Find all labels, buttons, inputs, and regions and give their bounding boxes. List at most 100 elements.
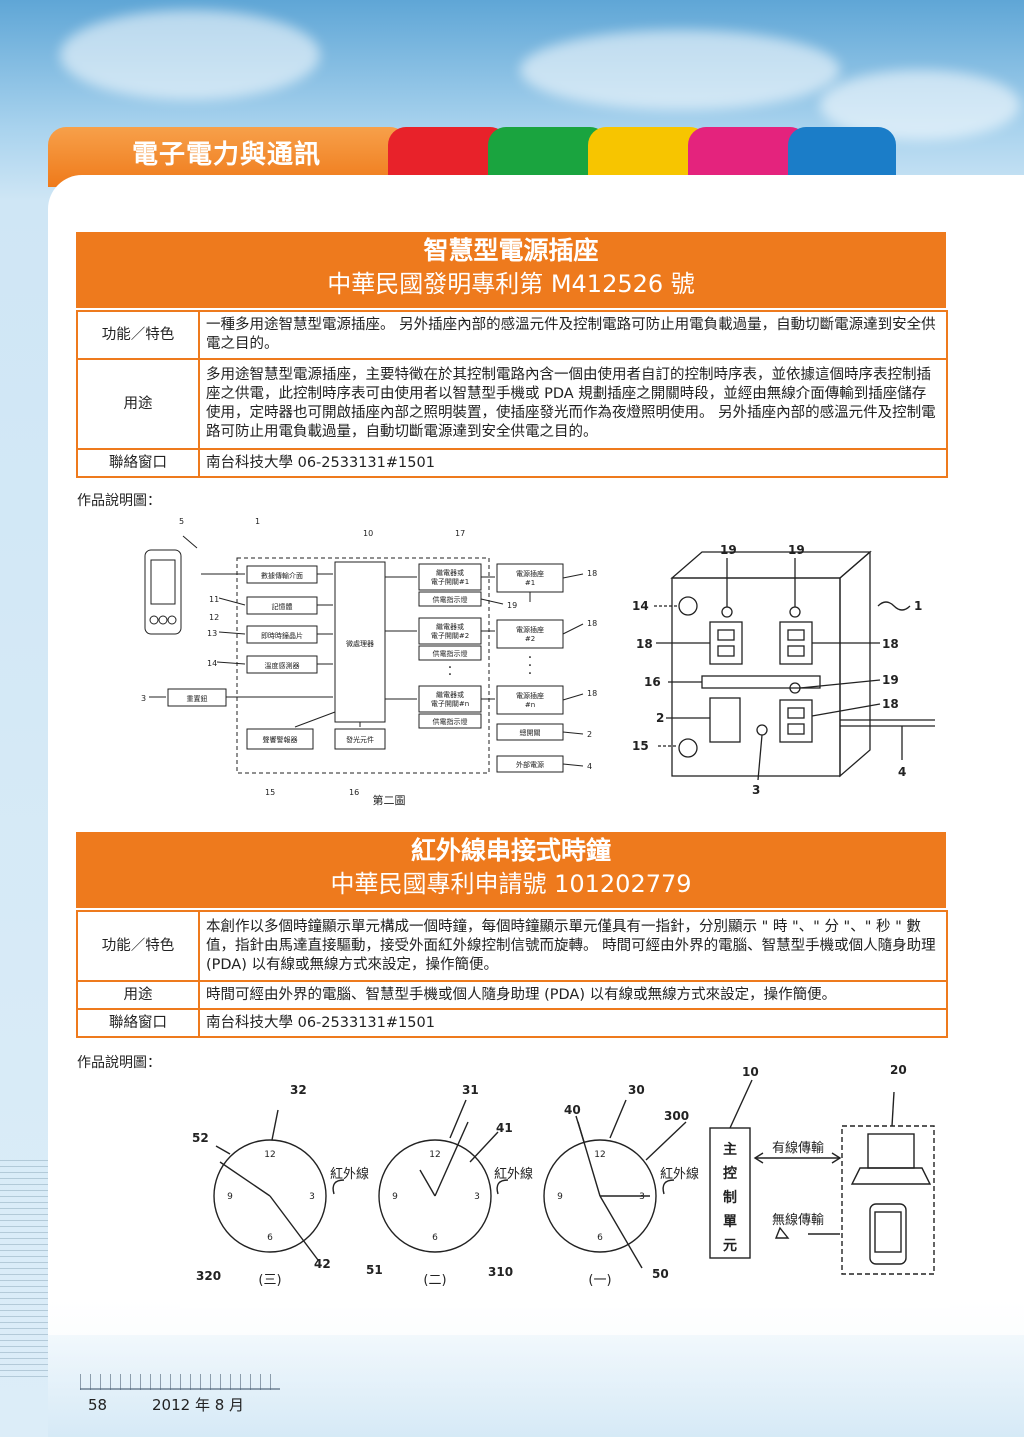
row-label: 聯絡窗口 (76, 1008, 200, 1038)
patent-title: 紅外線串接式時鐘 (410, 836, 611, 865)
box-led: 發光元件 (346, 735, 374, 744)
box-master-switch: 總開關 (520, 728, 541, 737)
box-reset: 重置鈕 (187, 694, 208, 703)
ref-label: 300 (664, 1109, 689, 1123)
ir-label: 紅外線 (494, 1166, 533, 1182)
box-indicator-2: 供電指示燈 (433, 649, 468, 658)
row-label: 用途 (76, 980, 200, 1010)
ruler-decoration (0, 1160, 48, 1380)
wired-label: 有線傳輸 (772, 1140, 824, 1156)
ref-label: 2 (656, 711, 664, 725)
switch (709, 697, 741, 743)
box-buzzer: 聲響警報器 (263, 735, 298, 744)
dial-number: 12 (429, 1150, 440, 1160)
outlet (779, 621, 813, 665)
vent-hole (678, 738, 698, 758)
ref-label: 5 (179, 517, 184, 526)
row-label: 功能／特色 (76, 310, 200, 360)
clock-face-3 (213, 1139, 327, 1253)
dial-number: 3 (639, 1192, 645, 1202)
ref-label: 31 (462, 1083, 479, 1097)
svg-text:·: · (528, 658, 532, 674)
ref-label: 17 (455, 529, 465, 538)
box-relay-n: 繼電器或電子開關#n (431, 690, 469, 708)
patent-number: 中華民國發明專利第 M412526 號 (327, 270, 695, 298)
table-row: 功能／特色 本創作以多個時鐘顯示單元構成一個時鐘，每個時鐘顯示單元僅具有一指針，… (76, 910, 948, 982)
ref-label: 15 (265, 788, 275, 797)
box-memory: 記憶體 (272, 602, 293, 611)
svg-text:控: 控 (723, 1165, 737, 1182)
svg-text:·: · (528, 666, 532, 682)
dial-number: 12 (594, 1150, 605, 1160)
patent-info-table: 功能／特色 一種多用途智慧型電源插座。 另外插座內部的感溫元件及控制電路可防止用… (76, 310, 948, 478)
ref-label: 3 (141, 694, 146, 703)
row-text: 本創作以多個時鐘顯示單元構成一個時鐘，每個時鐘顯示單元僅具有一指針，分別顯示 "… (198, 910, 948, 982)
ref-label: 3 (752, 783, 760, 797)
patent-info-table: 功能／特色 本創作以多個時鐘顯示單元構成一個時鐘，每個時鐘顯示單元僅具有一指針，… (76, 910, 948, 1038)
patent-header: 智慧型電源插座 中華民國發明專利第 M412526 號 (76, 232, 946, 308)
cloud (60, 10, 320, 100)
svg-text:制: 制 (723, 1189, 737, 1206)
outlet (779, 699, 813, 743)
dial-number: 12 (264, 1150, 275, 1160)
ref-label: 14 (207, 659, 217, 668)
figure-number: 第二圖 (373, 793, 406, 807)
ref-label: 40 (564, 1103, 581, 1117)
box-data-interface: 數據傳輸介面 (261, 571, 303, 580)
row-label: 聯絡窗口 (76, 448, 200, 478)
clock-label: (一) (588, 1273, 611, 1288)
ref-label: 11 (209, 595, 219, 604)
clock-label: (二) (423, 1273, 446, 1288)
page-number: 58 (88, 1396, 108, 1414)
ref-label: 41 (496, 1121, 513, 1135)
dial-number: 6 (267, 1233, 273, 1243)
ruler-decoration (80, 1374, 280, 1390)
clock-face-2 (378, 1139, 492, 1253)
ir-label: 紅外線 (330, 1166, 369, 1182)
dial-number: 9 (557, 1192, 563, 1202)
patent-application-number: 中華民國專利申請號 101202779 (330, 870, 692, 898)
dial-number: 6 (432, 1233, 438, 1243)
reset-hole (678, 596, 698, 616)
ref-label: 52 (192, 1131, 209, 1145)
block-diagram: 數據傳輸介面 記憶體 即時時鐘晶片 溫度感測器 微處理器 重置鈕 聲響警報器 發… (141, 517, 597, 807)
dial-number: 3 (474, 1192, 480, 1202)
ref-label: 4 (898, 765, 906, 779)
row-text: 一種多用途智慧型電源插座。 另外插座內部的感溫元件及控制電路可防止用電負載過量，… (198, 310, 948, 360)
table-row: 聯絡窗口 南台科技大學 06-2533131#1501 (76, 1008, 948, 1038)
figure-caption: 作品說明圖： (77, 493, 161, 509)
issue-date: 2012 年 8 月 (152, 1396, 245, 1414)
clock-label: (三) (258, 1273, 281, 1288)
ref-label: 42 (314, 1257, 331, 1271)
ref-label: 10 (742, 1065, 759, 1079)
ref-label: 320 (196, 1269, 221, 1283)
ref-label: 18 (587, 619, 597, 628)
figure-caption: 作品說明圖： (77, 1055, 161, 1071)
clock-face-1 (543, 1139, 657, 1253)
ref-label: 12 (209, 613, 219, 622)
ref-label: 18 (636, 637, 653, 651)
ref-label: 51 (366, 1263, 383, 1277)
ref-label: 4 (587, 762, 592, 771)
section-title: 電子電力與通訊 (132, 140, 322, 170)
svg-text:·: · (528, 650, 532, 666)
light-bar (701, 675, 821, 689)
controller-boundary (236, 557, 490, 774)
box-rtc: 即時時鐘晶片 (261, 631, 303, 640)
ref-label: 1 (255, 517, 260, 526)
ref-label: 19 (882, 673, 899, 687)
ref-label: 18 (882, 697, 899, 711)
socket-drawing: 19 19 14 1 18 18 16 19 18 2 15 3 4 (632, 543, 935, 797)
clock-diagram: 12 3 6 9 12 3 6 9 12 3 6 9 紅外線 紅外線 紅外線 有… (180, 1062, 950, 1308)
ref-label: 30 (628, 1083, 645, 1097)
table-row: 功能／特色 一種多用途智慧型電源插座。 另外插座內部的感溫元件及控制電路可防止用… (76, 310, 948, 360)
patent-title: 智慧型電源插座 (423, 236, 599, 265)
box-temp-sensor: 溫度感測器 (265, 661, 300, 670)
box-relay-2: 繼電器或電子開關#2 (431, 622, 469, 640)
row-label: 用途 (76, 358, 200, 450)
box-socket-2: 電源插座#2 (516, 625, 544, 643)
ref-label: 19 (507, 601, 517, 610)
phone-icon (144, 549, 182, 635)
ref-label: 16 (644, 675, 661, 689)
box-indicator-1: 供電指示燈 (433, 595, 468, 604)
